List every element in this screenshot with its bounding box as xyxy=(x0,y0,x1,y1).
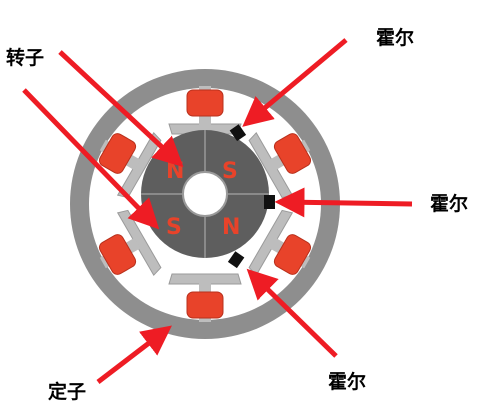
tooth-shoe xyxy=(168,273,242,285)
stator-tooth xyxy=(248,209,312,277)
label-hall-bottom: 霍尔 xyxy=(328,370,366,393)
label-rotor: 转子 xyxy=(6,46,44,69)
red-arrow-icon xyxy=(22,88,160,230)
red-arrow-icon xyxy=(274,187,413,218)
label-hall-right: 霍尔 xyxy=(430,192,468,215)
rotor: N S S N xyxy=(141,130,269,258)
hall-sensor-icon xyxy=(229,124,247,142)
stator-coil-icon xyxy=(273,234,312,275)
rotor-pole-bottom-right: N xyxy=(222,215,240,240)
label-hall-top: 霍尔 xyxy=(376,26,414,49)
stator-tooth xyxy=(248,131,312,199)
hall-sensor-icon xyxy=(264,195,275,209)
hall-sensors xyxy=(227,124,275,269)
hall-sensor-icon xyxy=(227,251,245,269)
stator-tooth xyxy=(168,273,242,322)
stator-coil-icon xyxy=(186,89,224,117)
red-arrow-icon xyxy=(58,50,184,168)
rotor-shaft xyxy=(182,171,228,217)
red-arrow-icon xyxy=(246,268,338,358)
label-stator: 定子 xyxy=(48,380,86,403)
rotor-pole-top-right: S xyxy=(222,159,238,184)
stator-coil-icon xyxy=(273,133,312,174)
red-arrow-icon xyxy=(242,38,348,127)
arrows xyxy=(22,38,413,384)
stator-coil-icon xyxy=(98,133,137,174)
rotor-pole-bottom-left: S xyxy=(166,215,182,240)
red-arrow-icon xyxy=(96,325,172,384)
stator-coil-icon xyxy=(186,291,224,319)
stator-coil-icon xyxy=(98,234,137,275)
